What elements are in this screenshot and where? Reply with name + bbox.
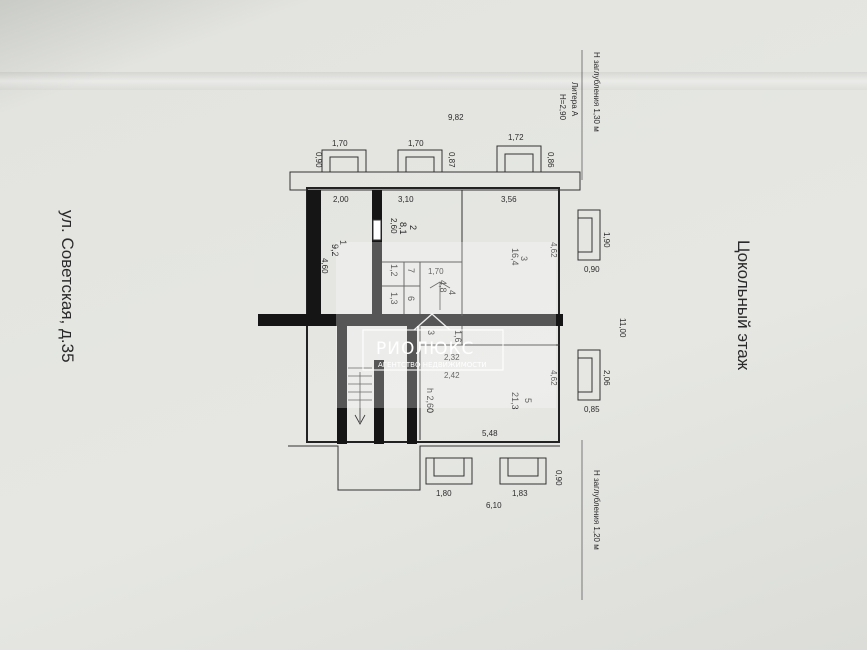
top-dim-2: 1,70 (408, 139, 424, 148)
room-7-area: 1,2 (389, 264, 399, 277)
room-5-width: 5,48 (482, 429, 498, 438)
room-5-number: 5 (523, 398, 533, 403)
corridor-number: 3 (426, 330, 436, 335)
room-4-width: 1,70 (428, 267, 444, 276)
room-7-number: 7 (406, 268, 416, 273)
room-2-area: 8,1 (398, 222, 408, 235)
watermark-subtitle: АГЕНТСТВО НЕДВИЖИМОСТИ (378, 361, 487, 369)
room-1-width: 2,00 (333, 195, 349, 204)
top-dim-3: 1,72 (508, 133, 524, 142)
room-5-height: h 2,60 (425, 388, 435, 413)
room-1-area: 9,2 (330, 244, 340, 257)
overall-height: 11,00 (618, 318, 627, 338)
overall-width: 9,82 (448, 113, 464, 122)
corridor-area: 1,6 (453, 330, 463, 343)
right-dim-3: 2,06 (602, 370, 611, 386)
room-2-number: 2 (408, 225, 418, 230)
top-dim-1: 1,70 (332, 139, 348, 148)
right-dim-2: 0,90 (584, 265, 600, 274)
floor-label: Цокольный этаж (734, 240, 753, 371)
room-2-length: 2,60 (389, 218, 398, 234)
top-offset-1: 0,90 (314, 152, 323, 168)
paper-fold (0, 72, 867, 90)
depth-top-label: Н заглубления 1,30 м (592, 52, 601, 132)
watermark-brand: РИОЛЮКС (376, 339, 474, 359)
room-6-area: 1,3 (389, 292, 399, 305)
room-4-area: 4,8 (438, 280, 448, 293)
room-1-number: 1 (338, 240, 348, 245)
bottom-dim-2: 1,83 (512, 489, 528, 498)
bottom-width: 6,10 (486, 501, 502, 510)
room-3-number: 3 (519, 256, 529, 261)
top-offset-3: 0,86 (546, 152, 555, 168)
right-dim-4: 0,85 (584, 405, 600, 414)
street-label: ул. Советская, д.35 (58, 210, 77, 363)
watermark-panel (336, 242, 556, 408)
top-offset-2: 0,87 (447, 152, 456, 168)
room-2-width: 3,10 (398, 195, 414, 204)
corridor-width: 2,32 (444, 353, 460, 362)
depth-bottom-label: Н заглубления 1,20 м (592, 470, 601, 550)
right-dim-1: 1,90 (602, 232, 611, 248)
room-5-area: 21,3 (510, 392, 520, 410)
room-1-length: 4,60 (320, 258, 329, 274)
room-5-length: 4,62 (549, 370, 558, 386)
bottom-dim-3: 0,90 (554, 470, 563, 486)
room-4-number: 4 (447, 290, 457, 295)
liter-name: Литера А (570, 82, 579, 117)
room-3-width: 3,56 (501, 195, 517, 204)
room-6-number: 6 (406, 296, 416, 301)
liter-height: Н=2,90 (558, 94, 567, 121)
room-3-area: 16,4 (510, 248, 520, 266)
room-3-length: 4,62 (549, 242, 558, 258)
corridor-length: 2,42 (444, 371, 460, 380)
bottom-dim-1: 1,80 (436, 489, 452, 498)
